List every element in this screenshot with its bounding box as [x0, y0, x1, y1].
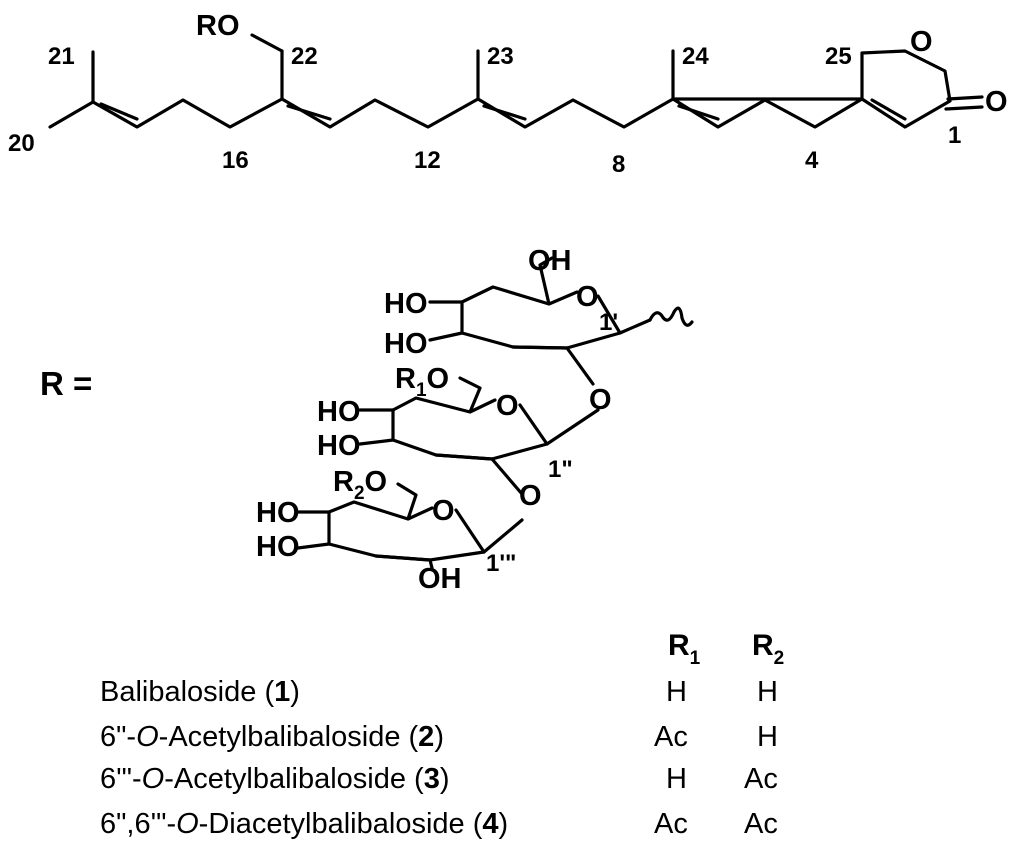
c22-oxygen-bond: [250, 33, 284, 53]
table-row-3-r1: H: [666, 763, 687, 795]
glycosidic-o-label-2: O: [519, 480, 542, 512]
ring-o-label-2: O: [496, 390, 519, 422]
table-row-3-r2: Ac: [744, 763, 778, 795]
ring-oxygen-label: O: [910, 26, 933, 58]
table-row-2-name: 6"-O-Acetylbalibaloside (2): [100, 721, 444, 753]
ring-o-label-1: O: [576, 281, 599, 313]
carbon-number-8: 8: [612, 151, 625, 178]
carbon-number-4: 4: [805, 147, 819, 174]
glucose-1-front: [511, 345, 569, 350]
position-1prime: 1': [599, 309, 618, 336]
ro-label: RO: [196, 10, 240, 42]
glucose-3-front: [374, 554, 432, 562]
ho-label-4: HO: [317, 430, 361, 462]
table-row-3-name: 6'"-O-Acetylbalibaloside (3): [100, 763, 450, 795]
double-bond-c2-c3-lactone: [870, 98, 907, 121]
table-row-4-r1: Ac: [654, 808, 688, 840]
glucose-2-front: [434, 453, 494, 461]
ho-label-2: HO: [384, 328, 428, 360]
glucose-3-substituents: [296, 510, 524, 570]
chain-bonds: [48, 49, 952, 129]
table-row-1-r2: H: [757, 676, 778, 708]
table-row-2-r2: H: [757, 721, 778, 753]
table-header-r1: R1: [668, 629, 701, 669]
substituent-table: R1 R2 Balibaloside (1) H H 6"-O-Acetylba…: [100, 629, 784, 840]
hydroxyl-bottom-label: OH: [418, 563, 462, 595]
ho-label-1: HO: [384, 288, 428, 320]
carbon-number-20: 20: [8, 130, 35, 157]
glucose-2-substituents: [358, 408, 600, 496]
wavy-attachment: [648, 306, 694, 327]
double-bond-c6-c7: [677, 104, 720, 121]
ring-o-label-3: O: [432, 495, 455, 527]
carbon-number-23: 23: [487, 43, 514, 70]
r2-label: R2O: [333, 466, 387, 504]
double-bond-c2-c3: [99, 102, 139, 121]
table-row-2-r1: Ac: [654, 721, 688, 753]
glycosidic-o-label-1: O: [589, 384, 612, 416]
carbon-number-22: 22: [291, 43, 318, 70]
glucose-1-substituents: [428, 300, 652, 386]
carbon-number-12: 12: [414, 147, 441, 174]
carbonyl-oxygen-label: O: [985, 86, 1008, 118]
carbon-number-16: 16: [222, 147, 249, 174]
trisaccharide: [296, 256, 694, 570]
double-bond-c17-c18: [286, 104, 332, 121]
carbonyl-bond: [944, 95, 984, 111]
ho-label-5: HO: [256, 497, 300, 529]
ho-label-3: HO: [317, 396, 361, 428]
table-row-4-name: 6",6'"-O-Diacetylbalibaloside (4): [100, 808, 508, 840]
carbon-number-25: 25: [825, 43, 852, 70]
table-row-4-r2: Ac: [744, 808, 778, 840]
carbon-number-24: 24: [682, 43, 709, 70]
table-row-1-name: Balibaloside (1): [100, 676, 300, 708]
carbon-number-21: 21: [48, 43, 75, 70]
double-bond-c13-c14: [482, 104, 527, 121]
hydroxyl-top-label: OH: [528, 245, 572, 277]
table-row-1-r1: H: [666, 676, 687, 708]
r-equals-label: R =: [40, 365, 92, 402]
position-1doubleprime: 1": [548, 456, 573, 483]
r1-label: R1O: [395, 363, 449, 401]
table-header-r2: R2: [752, 629, 784, 669]
carbon-number-1: 1: [948, 122, 961, 149]
ho-label-6: HO: [256, 531, 300, 563]
sesterterpene-chain: [48, 33, 984, 129]
position-1tripleprime: 1'": [486, 550, 516, 577]
